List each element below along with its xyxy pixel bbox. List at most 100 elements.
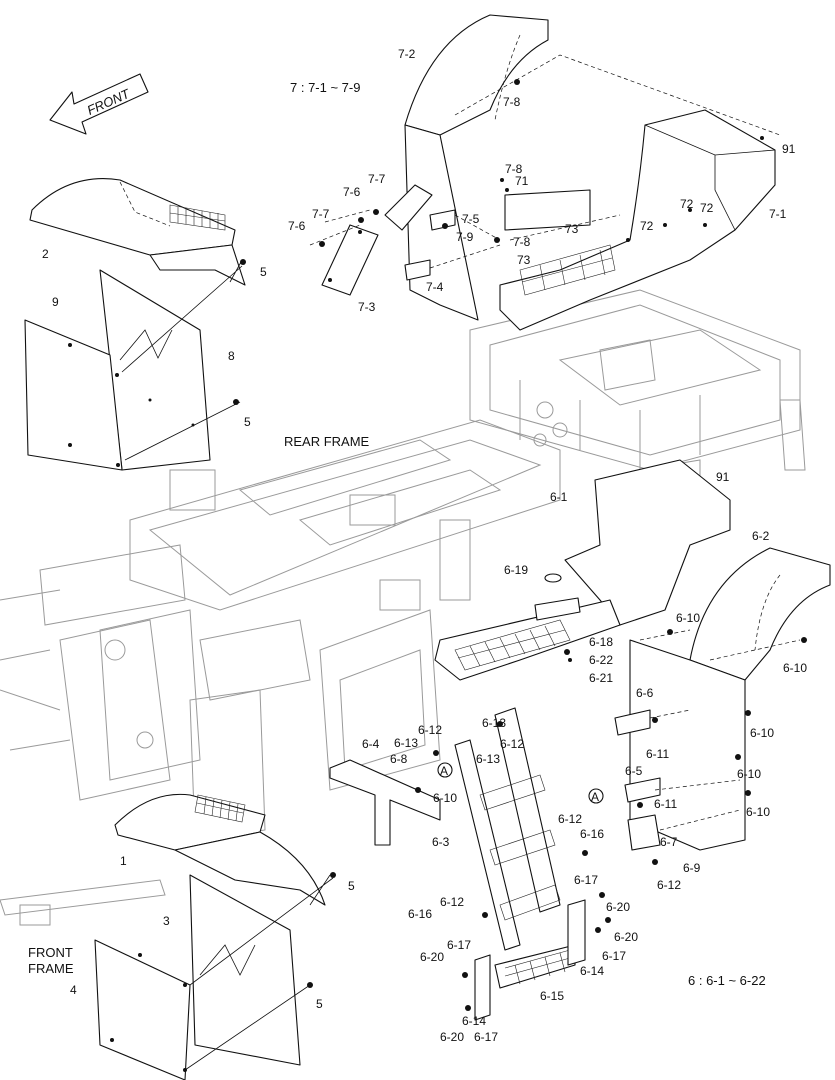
- callout-6-10: 6-10: [737, 767, 761, 781]
- callout-73: 73: [565, 222, 579, 236]
- front-frame-label-1: FRONT: [28, 945, 73, 960]
- callout-6-4: 6-4: [362, 737, 380, 751]
- callout-6-11: 6-11: [646, 747, 669, 761]
- callout-7-3: 7-3: [358, 300, 376, 314]
- callout-3: 3: [163, 914, 170, 928]
- callout-6-1: 6-1: [550, 490, 568, 504]
- callout-7-6: 7-6: [288, 219, 306, 233]
- callout-7-5: 7-5: [462, 212, 480, 226]
- leader-lines-left-bottom: [184, 872, 336, 1071]
- leader-lines-left-top: [121, 259, 246, 461]
- callout-5: 5: [260, 265, 267, 279]
- callout-6-13: 6-13: [476, 752, 500, 766]
- part-4-flap: [94, 939, 191, 1080]
- callout-6-6: 6-6: [636, 686, 654, 700]
- callout-6-10: 6-10: [750, 726, 774, 740]
- callout-6-16: 6-16: [408, 907, 432, 921]
- callout-6-16: 6-16: [580, 827, 604, 841]
- callout-6-2: 6-2: [752, 529, 770, 543]
- callout-7-8: 7-8: [513, 235, 531, 249]
- part-6-2-fender-arch: [629, 547, 831, 851]
- callout-7-7: 7-7: [368, 172, 386, 186]
- callout-6-12: 6-12: [440, 895, 464, 909]
- part-6-14-plates: [474, 899, 586, 1021]
- callout-91: 91: [782, 142, 796, 156]
- callout-6-12: 6-12: [500, 737, 524, 751]
- callout-7-7: 7-7: [312, 207, 330, 221]
- callout-9: 9: [52, 295, 59, 309]
- callout-71: 71: [515, 174, 529, 188]
- callout-6-20: 6-20: [614, 930, 638, 944]
- callout-6-19: 6-19: [504, 563, 528, 577]
- callout-1: 1: [120, 854, 127, 868]
- callout-7-9: 7-9: [456, 230, 474, 244]
- callout-6-21: 6-21: [589, 671, 613, 685]
- callout-6-15: 6-15: [540, 989, 564, 1003]
- detail-marker-a-left: A: [440, 764, 448, 778]
- part-2-fender: [29, 178, 246, 286]
- front-frame-label-2: FRAME: [28, 961, 74, 976]
- callout-6-12: 6-12: [418, 723, 442, 737]
- callout-6-10: 6-10: [676, 611, 700, 625]
- part-6-brackets-small: [415, 629, 807, 1011]
- callout-8: 8: [228, 349, 235, 363]
- detail-marker-circles: A A: [437, 762, 604, 804]
- callout-6-17: 6-17: [447, 938, 471, 952]
- callout-6-12: 6-12: [558, 812, 582, 826]
- callout-6-10: 6-10: [783, 661, 807, 675]
- group-7-note: 7 : 7-1 ~ 7-9: [290, 80, 360, 95]
- callout-7-4: 7-4: [426, 280, 444, 294]
- callout-4: 4: [70, 983, 77, 997]
- callout-6-11: 6-11: [654, 797, 677, 811]
- callout-6-9: 6-9: [683, 861, 701, 875]
- callout-6-10: 6-10: [433, 791, 457, 805]
- callout-6-14: 6-14: [462, 1014, 486, 1028]
- callout-6-20: 6-20: [440, 1030, 464, 1044]
- part-6-15-step: [494, 944, 576, 989]
- callout-72: 72: [700, 201, 714, 215]
- callout-6-8: 6-8: [390, 752, 408, 766]
- callout-5: 5: [316, 997, 323, 1011]
- callout-6-7: 6-7: [660, 835, 678, 849]
- part-callouts: 2 5 9 8 5 1 5 3 4 5 7-2 7-8 91 7-8 71 7-…: [42, 47, 807, 1044]
- callout-6-20: 6-20: [606, 900, 630, 914]
- callout-6-17: 6-17: [574, 873, 598, 887]
- callout-7-6: 7-6: [343, 185, 361, 199]
- part-6-4-bracket: [329, 759, 441, 846]
- callout-72: 72: [640, 219, 654, 233]
- part-6-3-ladder: [454, 707, 561, 951]
- callout-5: 5: [244, 415, 251, 429]
- part-1-fender: [114, 793, 326, 906]
- part-3-flap: [189, 874, 301, 1066]
- callout-6-3: 6-3: [432, 835, 450, 849]
- callout-6-17: 6-17: [474, 1030, 498, 1044]
- callout-7-8: 7-8: [505, 162, 523, 176]
- callout-2: 2: [42, 247, 49, 261]
- part-6-1-step-tank-cover: [434, 459, 731, 681]
- callout-6-17: 6-17: [602, 949, 626, 963]
- rear-frame-label: REAR FRAME: [284, 434, 370, 449]
- callout-7-8: 7-8: [503, 95, 521, 109]
- callout-6-22: 6-22: [589, 653, 613, 667]
- part-7-1-fender-body: [499, 109, 776, 331]
- callout-7-2: 7-2: [398, 47, 416, 61]
- callout-91: 91: [716, 470, 730, 484]
- front-direction-arrow: FRONT: [49, 73, 149, 135]
- callout-7-1: 7-1: [769, 207, 787, 221]
- callout-6-5: 6-5: [625, 764, 643, 778]
- callout-72: 72: [680, 197, 694, 211]
- callout-6-13: 6-13: [482, 716, 506, 730]
- annotations: 7 : 7-1 ~ 7-9 6 : 6-1 ~ 6-22 REAR FRAME …: [28, 80, 766, 988]
- callout-6-14: 6-14: [580, 964, 604, 978]
- callout-73: 73: [517, 253, 531, 267]
- callout-6-18: 6-18: [589, 635, 613, 649]
- callout-6-13: 6-13: [394, 736, 418, 750]
- detail-marker-a-right: A: [591, 790, 599, 804]
- callout-6-12: 6-12: [657, 878, 681, 892]
- rear-frame-drawing: [0, 289, 806, 926]
- part-7-3-bracket: [321, 184, 433, 296]
- callout-5: 5: [348, 879, 355, 893]
- part-9-flap: [24, 319, 123, 471]
- callout-6-10: 6-10: [746, 805, 770, 819]
